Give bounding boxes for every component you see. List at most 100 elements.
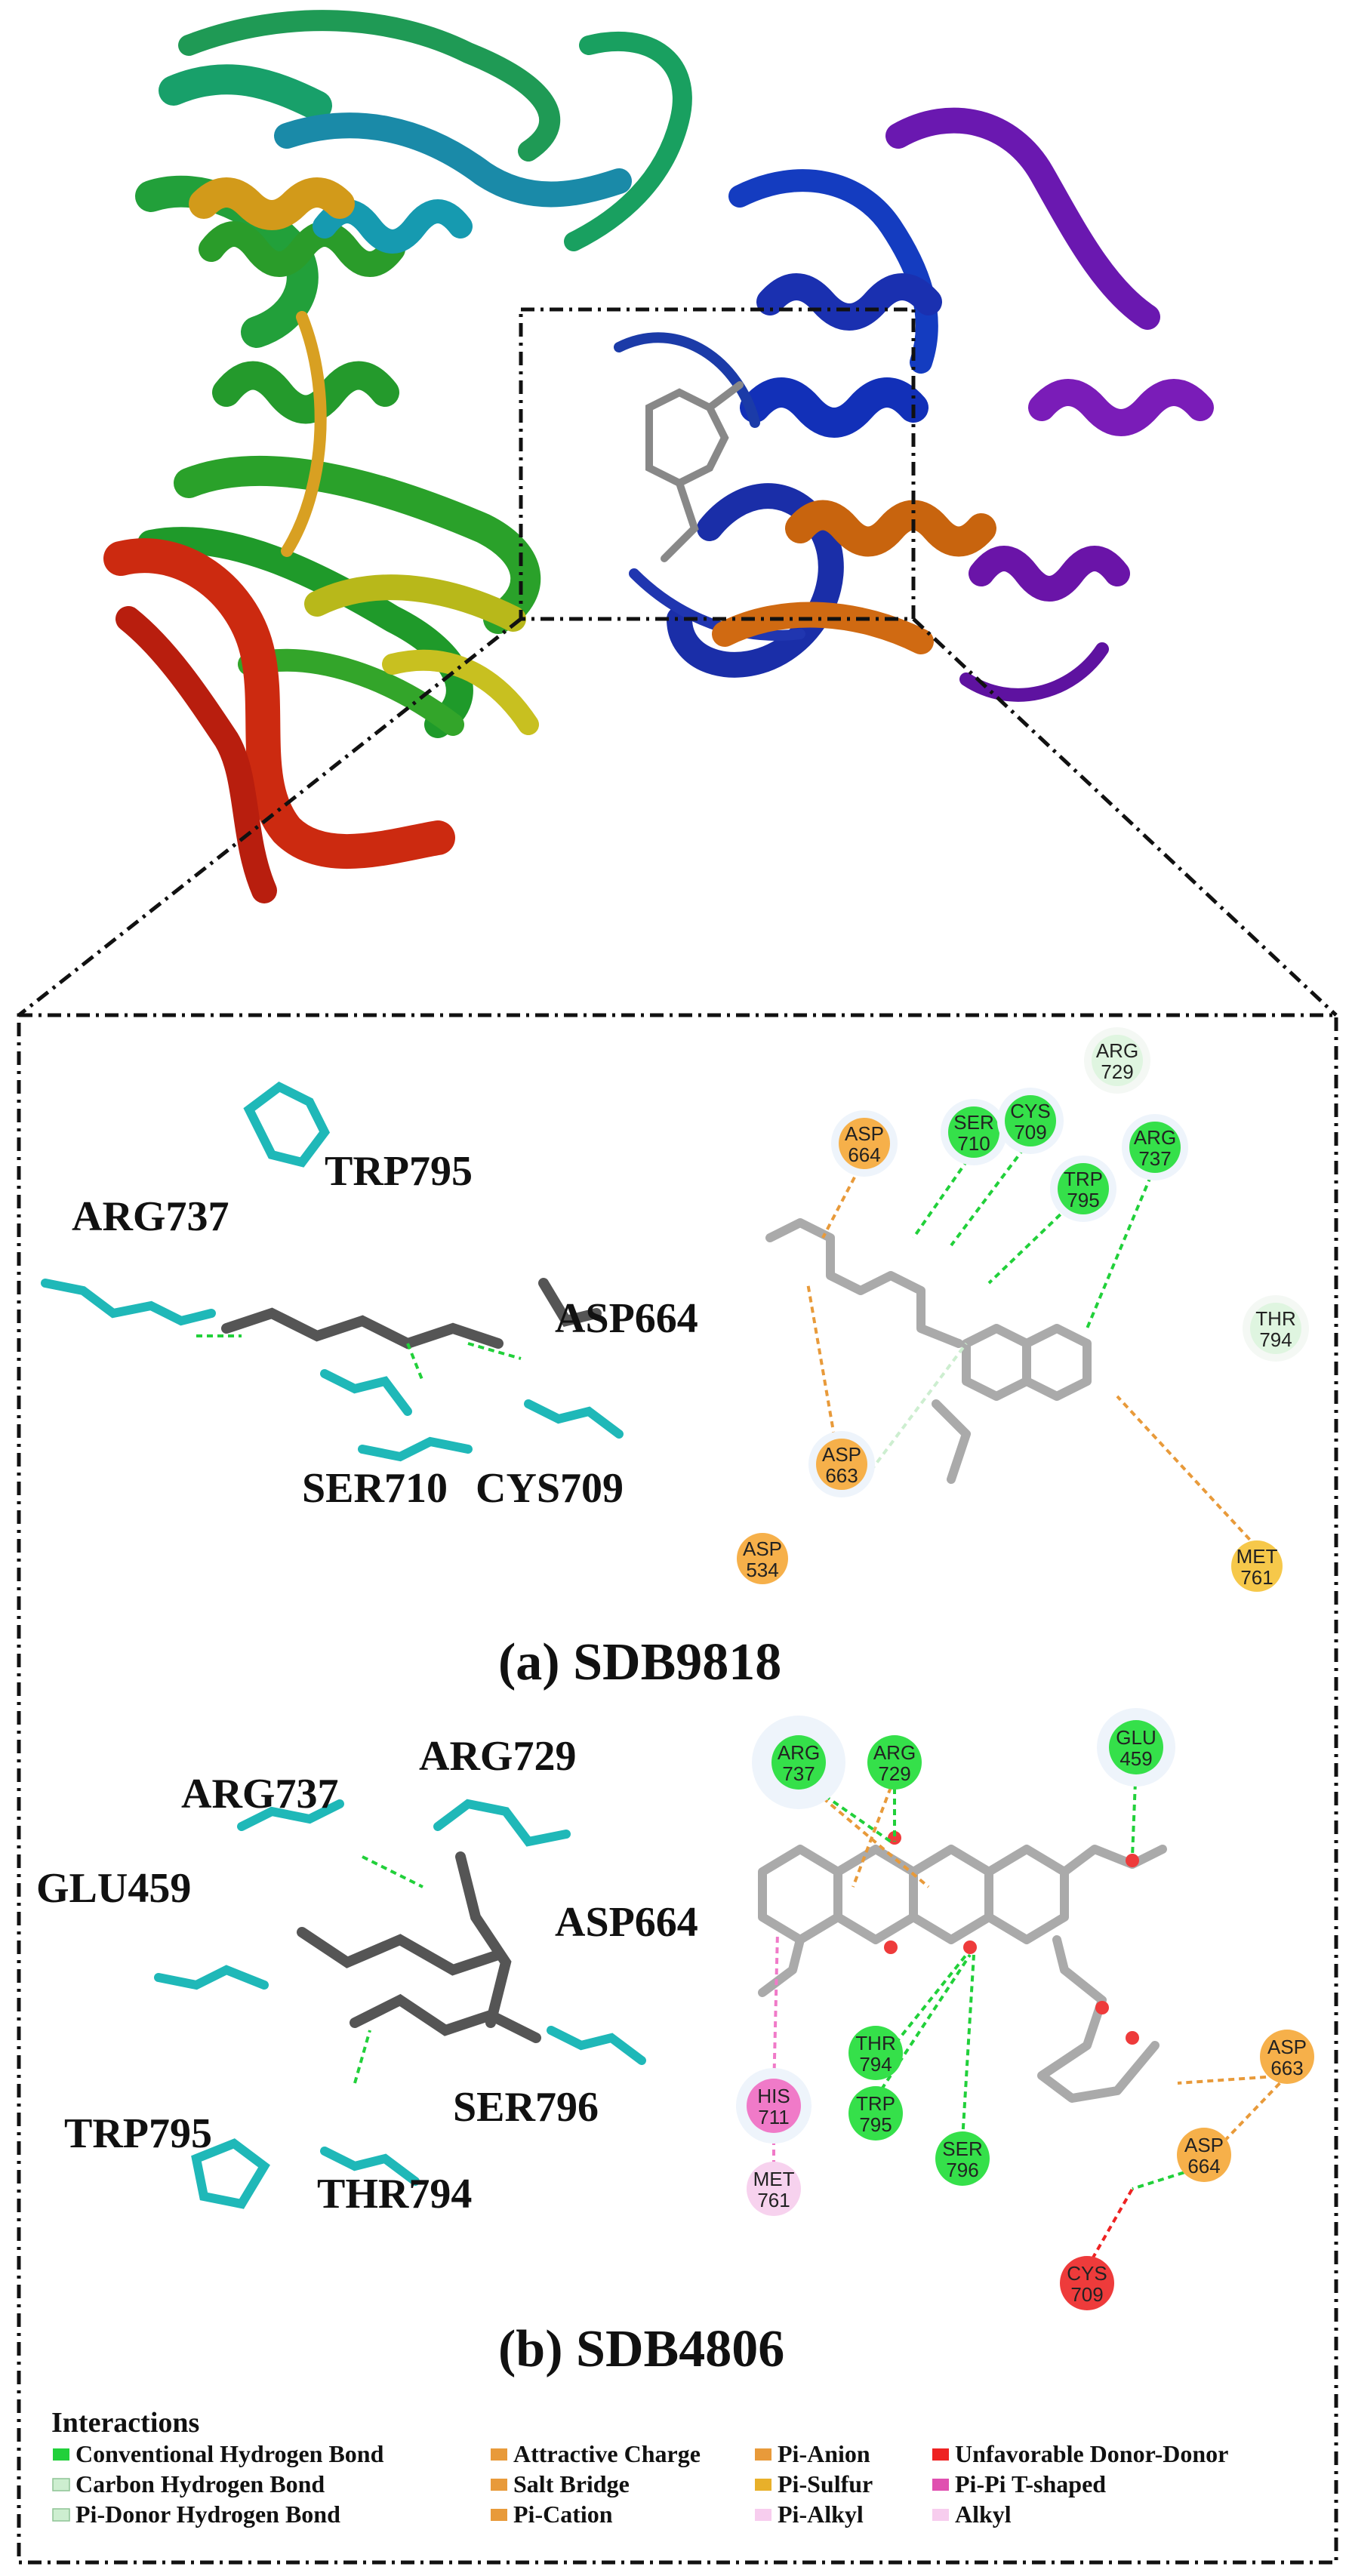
svg-text:709: 709 (1014, 1121, 1046, 1143)
panel-a-caption: (a) SDB9818 (498, 1633, 781, 1691)
residue-label-3d: ASP664 (555, 1295, 698, 1342)
residue-label-3d: TRP795 (325, 1148, 473, 1195)
residue-circle (1231, 1540, 1283, 1592)
residue-label-3d: ARG737 (181, 1771, 338, 1817)
svg-text:737: 737 (782, 1762, 815, 1785)
residue-label-3d: SER796 (453, 2084, 599, 2131)
residue-bubble: ASP 664 (831, 1110, 898, 1177)
residue-circle (1005, 1095, 1056, 1146)
residue-bubble: ARG 737 (1122, 1114, 1188, 1180)
residue-bubble: MET 761 (747, 2162, 801, 2216)
residue-circle (1177, 2128, 1231, 2182)
svg-text:ASP: ASP (845, 1122, 884, 1145)
residue-label-3d: GLU459 (36, 1865, 191, 1912)
legend-item: Pi-Anion (755, 2440, 870, 2467)
residue-bubble: ASP 534 (737, 1533, 788, 1584)
residue-bubble: ASP 663 (1260, 2030, 1314, 2084)
residue-label-3d: SER710 (302, 1465, 448, 1512)
residue-circle (1058, 1163, 1109, 1214)
svg-text:737: 737 (1138, 1147, 1171, 1170)
svg-text:ARG: ARG (1134, 1126, 1176, 1149)
legend-swatch (932, 2448, 949, 2461)
residue-circle (948, 1106, 999, 1158)
residue-bubble: ARG 737 (752, 1716, 845, 1809)
svg-text:CYS: CYS (1010, 1100, 1050, 1122)
svg-text:ASP: ASP (743, 1537, 782, 1560)
svg-text:MET: MET (1237, 1545, 1278, 1568)
svg-text:THR: THR (855, 2032, 895, 2054)
detail-panel-frame (17, 1013, 1338, 2565)
residue-circle (839, 1118, 890, 1169)
zoom-box (17, 307, 1338, 1017)
residue-bubble: SER 710 (941, 1099, 1007, 1165)
residue-bubble: MET 761 (1231, 1540, 1283, 1592)
residue-bubble: HIS 711 (736, 2068, 812, 2144)
legend-swatch (491, 2479, 507, 2491)
legend-item: Pi-Pi T-shaped (932, 2470, 1106, 2498)
residue-bubble: TRP 795 (848, 2086, 903, 2141)
svg-text:TRP: TRP (1064, 1168, 1103, 1190)
legend-swatch (491, 2448, 507, 2461)
legend-swatch (755, 2479, 771, 2491)
residue-bubble: ARG 729 (1084, 1027, 1150, 1094)
residue-label-3d: TRP795 (64, 2110, 212, 2157)
legend-item: Pi-Donor Hydrogen Bond (52, 2501, 340, 2528)
svg-text:796: 796 (946, 2159, 978, 2181)
panel-a-residue-bubbles: ASP 664 SER 710 CYS 709 ARG 729 TRP 795 … (737, 1027, 1309, 1592)
svg-text:Pi-Cation: Pi-Cation (513, 2501, 613, 2528)
legend-item: Pi-Alkyl (755, 2501, 864, 2528)
svg-text:ARG: ARG (1096, 1039, 1138, 1062)
legend-item: Carbon Hydrogen Bond (52, 2470, 325, 2498)
residue-bubble: GLU 459 (1097, 1708, 1175, 1787)
svg-text:710: 710 (957, 1132, 990, 1155)
residue-circle (816, 1439, 867, 1490)
residue-bubble: ARG 729 (867, 1735, 922, 1790)
protein-ribbon-structure (103, 10, 1214, 903)
svg-text:Pi-Anion: Pi-Anion (778, 2440, 870, 2467)
residue-bubble: CYS 709 (997, 1088, 1064, 1154)
residue-bubble: THR 794 (1243, 1295, 1309, 1362)
svg-text:711: 711 (758, 2106, 789, 2128)
svg-text:ASP: ASP (1184, 2134, 1224, 2156)
legend-swatch (491, 2509, 507, 2521)
svg-text:GLU: GLU (1116, 1726, 1156, 1749)
panel-b-2d-diagram (758, 1762, 1289, 2269)
residue-label-3d: ARG729 (419, 1733, 576, 1780)
panel-b-residue-bubbles: ARG 737 ARG 729 GLU 459 THR 794 TRP 795 … (736, 1708, 1314, 2310)
svg-text:Salt Bridge: Salt Bridge (513, 2470, 630, 2498)
residue-circle (848, 2026, 903, 2080)
svg-text:Pi-Pi T-shaped: Pi-Pi T-shaped (955, 2470, 1106, 2498)
panel-b-3d-view: ARG729 ARG737 GLU459 ASP664 TRP795 SER79… (36, 1733, 698, 2217)
residue-circle (1260, 2030, 1314, 2084)
residue-circle (1250, 1303, 1301, 1354)
legend-swatch (53, 2448, 69, 2461)
legend-swatch (52, 2478, 70, 2491)
svg-text:Pi-Alkyl: Pi-Alkyl (778, 2501, 864, 2528)
legend-item: Unfavorable Donor-Donor (932, 2440, 1228, 2467)
svg-text:794: 794 (859, 2053, 892, 2076)
residue-label-3d: THR794 (317, 2171, 472, 2217)
residue-circle (1092, 1035, 1143, 1086)
residue-bubble: CYS 709 (1060, 2256, 1114, 2310)
svg-text:ARG: ARG (778, 1741, 820, 1764)
legend-item: Salt Bridge (491, 2470, 630, 2498)
residue-label-3d: CYS709 (476, 1465, 624, 1512)
residue-circle (747, 2162, 801, 2216)
residue-bubble: TRP 795 (1050, 1156, 1116, 1222)
legend-swatch (755, 2509, 771, 2521)
svg-text:795: 795 (859, 2113, 892, 2136)
legend-title: Interactions (51, 2407, 199, 2439)
residue-bubble: ASP 663 (808, 1431, 875, 1497)
legend-swatch (932, 2479, 949, 2491)
svg-text:Carbon Hydrogen Bond: Carbon Hydrogen Bond (75, 2470, 325, 2498)
residue-circle (848, 2086, 903, 2141)
svg-text:ASP: ASP (822, 1443, 861, 1466)
svg-text:794: 794 (1259, 1328, 1292, 1351)
svg-text:CYS: CYS (1067, 2262, 1107, 2285)
legend-item: Pi-Sulfur (755, 2470, 873, 2498)
svg-text:664: 664 (1187, 2155, 1220, 2177)
svg-text:SER: SER (942, 2137, 982, 2160)
residue-bubble: ASP 664 (1177, 2128, 1231, 2182)
residue-circle (1060, 2256, 1114, 2310)
